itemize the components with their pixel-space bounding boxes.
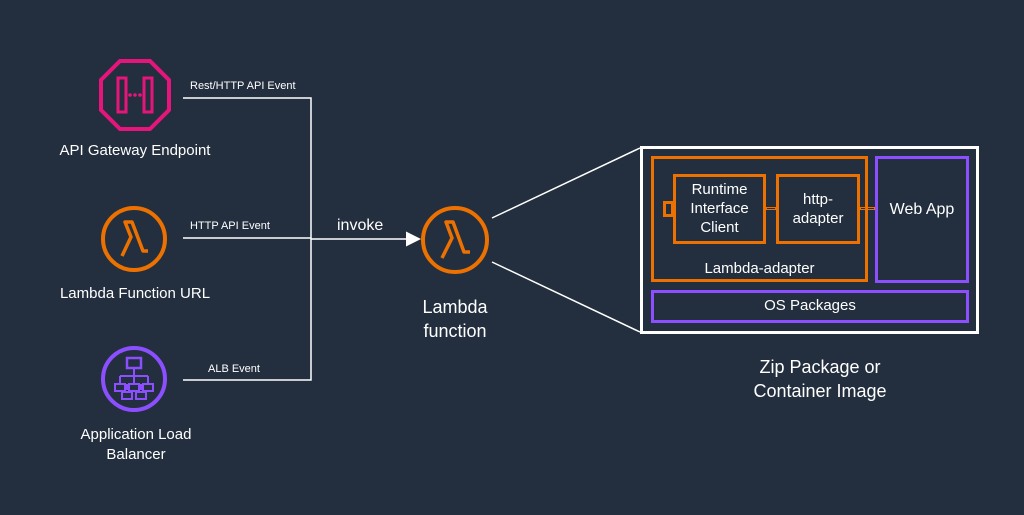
http-adapter-box: [776, 174, 860, 244]
lambda-url-label: Lambda Function URL: [59, 285, 211, 302]
apigw-label: API Gateway Endpoint: [59, 142, 211, 159]
alb-label: Application Load Balancer: [80, 426, 192, 463]
lambda-function-label: Lambda function: [422, 297, 488, 341]
connector-rc-http: [766, 207, 776, 210]
connector-http-web: [860, 207, 875, 210]
invoke-label: invoke: [337, 217, 384, 234]
zoom-line-bottom: [491, 261, 641, 333]
load-balancer-icon: [101, 346, 167, 412]
package-container: [640, 146, 979, 334]
api-gateway-icon: [99, 59, 171, 131]
lambda-icon: [101, 206, 167, 272]
zoom-line-top: [491, 147, 641, 219]
lambda-adapter-label: Lambda-adapter: [704, 260, 815, 277]
runtime-client-label: Runtime Interface Client: [690, 181, 749, 236]
lambda-adapter-box: [651, 156, 868, 282]
web-app-box: [875, 156, 969, 283]
runtime-client-box: [673, 174, 766, 244]
alb-event-label: ALB Event: [208, 363, 260, 375]
lambda-function-icon: [421, 206, 489, 274]
os-packages-box: [651, 290, 969, 323]
runtime-client-port: [663, 201, 674, 217]
package-caption: Zip Package or Container Image: [753, 357, 887, 401]
url-event-label: HTTP API Event: [190, 220, 270, 232]
apigw-event-label: Rest/HTTP API Event: [190, 80, 296, 92]
http-adapter-label: http-adapter: [792, 191, 844, 227]
web-app-label: Web App: [889, 201, 955, 218]
os-packages-label: OS Packages: [764, 297, 856, 314]
